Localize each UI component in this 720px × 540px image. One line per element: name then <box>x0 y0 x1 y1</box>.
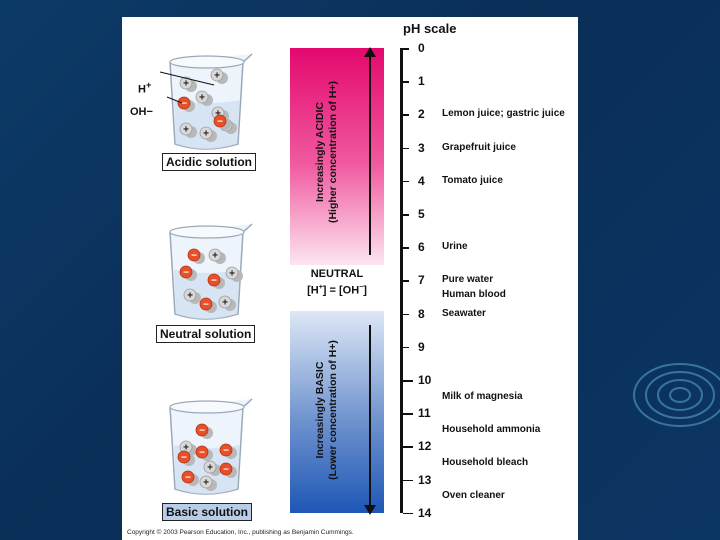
ph-tick-2 <box>403 114 409 116</box>
ph-value-13: 13 <box>418 473 440 487</box>
h-ion-sign: + <box>187 291 193 302</box>
ph-tick-14 <box>403 513 413 515</box>
acidic-arrowhead <box>364 47 376 57</box>
ph-example: Household ammonia <box>442 424 540 435</box>
oh-ion-sign: − <box>203 300 209 311</box>
oh-ion-sign: − <box>211 276 217 287</box>
ph-value-14: 14 <box>418 506 440 520</box>
ph-tick-5 <box>403 214 409 216</box>
neutral-beaker-rim <box>170 226 244 238</box>
h-ion-sign: + <box>199 93 205 104</box>
ph-example: Pure water <box>442 274 493 285</box>
ph-example: Human blood <box>442 289 506 300</box>
ph-example: Grapefruit juice <box>442 142 516 153</box>
ph-example: Urine <box>442 241 468 252</box>
basic-direction-label: Increasingly BASIC (Lower concentration … <box>314 325 340 495</box>
h-ion-sign: + <box>207 463 213 474</box>
copyright-text: Copyright © 2003 Pearson Education, Inc.… <box>127 529 354 536</box>
ph-value-3: 3 <box>418 141 440 155</box>
acidic-solution-label: Acidic solution <box>162 153 256 171</box>
oh-ion-sign: − <box>217 117 223 128</box>
oh-ion-sign: − <box>223 446 229 457</box>
oh-ion-sign: − <box>185 473 191 484</box>
ph-example: Household bleach <box>442 457 528 468</box>
h-ion-sign: + <box>214 71 220 82</box>
ph-value-8: 8 <box>418 307 440 321</box>
ph-example: Tomato juice <box>442 175 503 186</box>
ph-value-11: 11 <box>418 406 440 420</box>
ph-example: Lemon juice; gastric juice <box>442 108 565 119</box>
ph-value-7: 7 <box>418 273 440 287</box>
basic-solution-label: Basic solution <box>162 503 252 521</box>
h-ion-sign: + <box>183 125 189 136</box>
ph-value-12: 12 <box>418 439 440 453</box>
ph-value-0: 0 <box>418 41 440 55</box>
ph-tick-4 <box>403 181 409 183</box>
ph-value-5: 5 <box>418 207 440 221</box>
basic-arrowhead <box>364 505 376 515</box>
h-ion-label: H+ <box>138 80 151 96</box>
oh-ion-sign: − <box>199 448 205 459</box>
ph-example: Milk of magnesia <box>442 391 523 402</box>
h-ion-sign: + <box>183 79 189 90</box>
ph-example: Oven cleaner <box>442 490 505 501</box>
ph-value-9: 9 <box>418 340 440 354</box>
ph-tick-11 <box>403 413 413 415</box>
ph-scale-figure: +++++++−−−+−−++−+−+−−−+−−+ Acidic soluti… <box>122 17 578 540</box>
ph-tick-3 <box>403 148 409 150</box>
oh-ion-sign: − <box>223 465 229 476</box>
ph-tick-0 <box>403 48 409 50</box>
ph-tick-9 <box>403 347 409 349</box>
oh-ion-sign: − <box>181 99 187 110</box>
acidic-beaker-rim <box>170 56 244 68</box>
basic-beaker-rim <box>170 401 244 413</box>
oh-ion-sign: − <box>199 426 205 437</box>
ph-tick-13 <box>403 480 413 482</box>
direction-arrows <box>360 45 380 517</box>
ph-value-10: 10 <box>418 373 440 387</box>
oh-ion-sign: − <box>181 453 187 464</box>
acidic-direction-label: Increasingly ACIDIC (Higher concentratio… <box>314 67 340 237</box>
oh-ion-sign: − <box>183 268 189 279</box>
ph-value-1: 1 <box>418 74 440 88</box>
ph-tick-12 <box>403 446 413 448</box>
oh-ion-label: OH− <box>130 106 153 118</box>
ph-example: Seawater <box>442 308 486 319</box>
ph-value-2: 2 <box>418 107 440 121</box>
h-ion-sign: + <box>212 251 218 262</box>
neutral-solution-label: Neutral solution <box>156 325 255 343</box>
ph-scale-title: pH scale <box>403 21 456 36</box>
ph-tick-8 <box>403 314 409 316</box>
water-ripple-decoration <box>620 340 720 450</box>
h-ion-sign: + <box>229 269 235 280</box>
h-ion-sign: + <box>203 478 209 489</box>
ph-tick-6 <box>403 247 409 249</box>
ph-value-6: 6 <box>418 240 440 254</box>
ph-tick-7 <box>403 280 409 282</box>
oh-ion-sign: − <box>191 251 197 262</box>
h-ion-sign: + <box>203 129 209 140</box>
h-ion-sign: + <box>222 298 228 309</box>
ph-value-4: 4 <box>418 174 440 188</box>
ph-tick-10 <box>403 380 413 382</box>
ph-tick-1 <box>403 81 409 83</box>
